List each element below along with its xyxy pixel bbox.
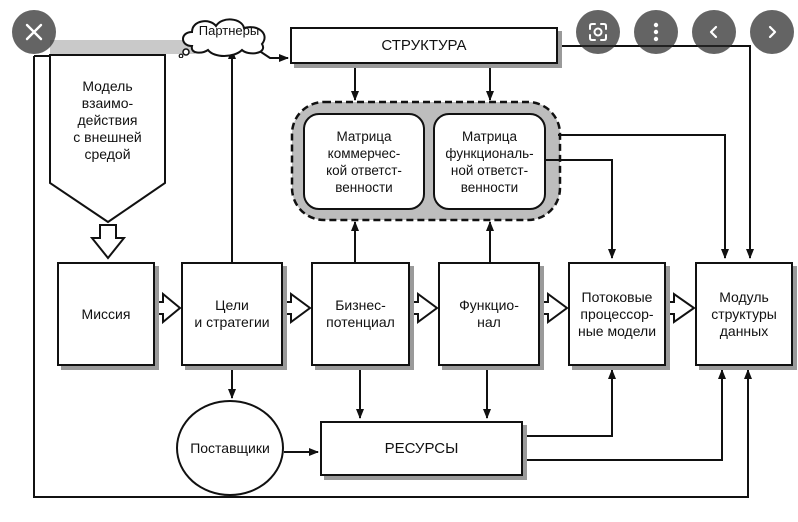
close-button[interactable] — [12, 10, 56, 54]
functional-to-flow-arrow — [539, 292, 569, 324]
model-pentagon — [49, 54, 166, 224]
structure-box: СТРУКТУРА — [290, 27, 558, 64]
matrix-to-module-arrow — [558, 134, 729, 259]
lens-button[interactable] — [576, 10, 620, 54]
partners-cloud — [178, 18, 266, 58]
business-box: Бизнес- потенциал — [311, 262, 410, 366]
model-to-mission-arrow — [89, 224, 127, 260]
resources-to-module-arrow — [523, 369, 726, 461]
chevron-left-icon — [709, 25, 718, 39]
goals-to-business-arrow — [282, 292, 312, 324]
functional-box: Функцио- нал — [438, 262, 540, 366]
chevron-right-icon — [768, 25, 777, 39]
more-vert-icon — [653, 22, 659, 42]
lens-icon — [589, 23, 607, 41]
matrix-commercial-box: Матрица коммерчес- кой ответст- венности — [303, 113, 425, 210]
model-feedback-line — [33, 56, 752, 498]
flow-to-module-arrow — [665, 292, 696, 324]
goals-box: Цели и стратегии — [181, 262, 283, 366]
top-shaded-bar — [50, 40, 195, 54]
mission-box: Миссия — [57, 262, 155, 366]
model-label: Модель взаимо- действия с внешней средой — [73, 78, 142, 162]
next-button[interactable] — [750, 10, 794, 54]
matrix-to-flow-arrow — [542, 159, 616, 259]
more-button[interactable] — [634, 10, 678, 54]
flow-models-box: Потоковые процессор- ные модели — [568, 262, 666, 366]
prev-button[interactable] — [692, 10, 736, 54]
structure-to-module-arrow — [558, 45, 754, 259]
resources-to-flow-arrow — [523, 369, 616, 437]
resources-box: РЕСУРСЫ — [320, 421, 523, 476]
data-module-box: Модуль структуры данных — [695, 262, 793, 366]
mission-to-goals-arrow — [154, 291, 182, 325]
partners-label: Партнеры — [198, 23, 260, 38]
matrix-functional-box: Матрица функциональ- ной ответст- веннос… — [433, 113, 546, 210]
business-to-functional-arrow — [409, 292, 439, 324]
suppliers-ellipse: Поставщики — [176, 400, 284, 496]
close-icon — [25, 23, 43, 41]
